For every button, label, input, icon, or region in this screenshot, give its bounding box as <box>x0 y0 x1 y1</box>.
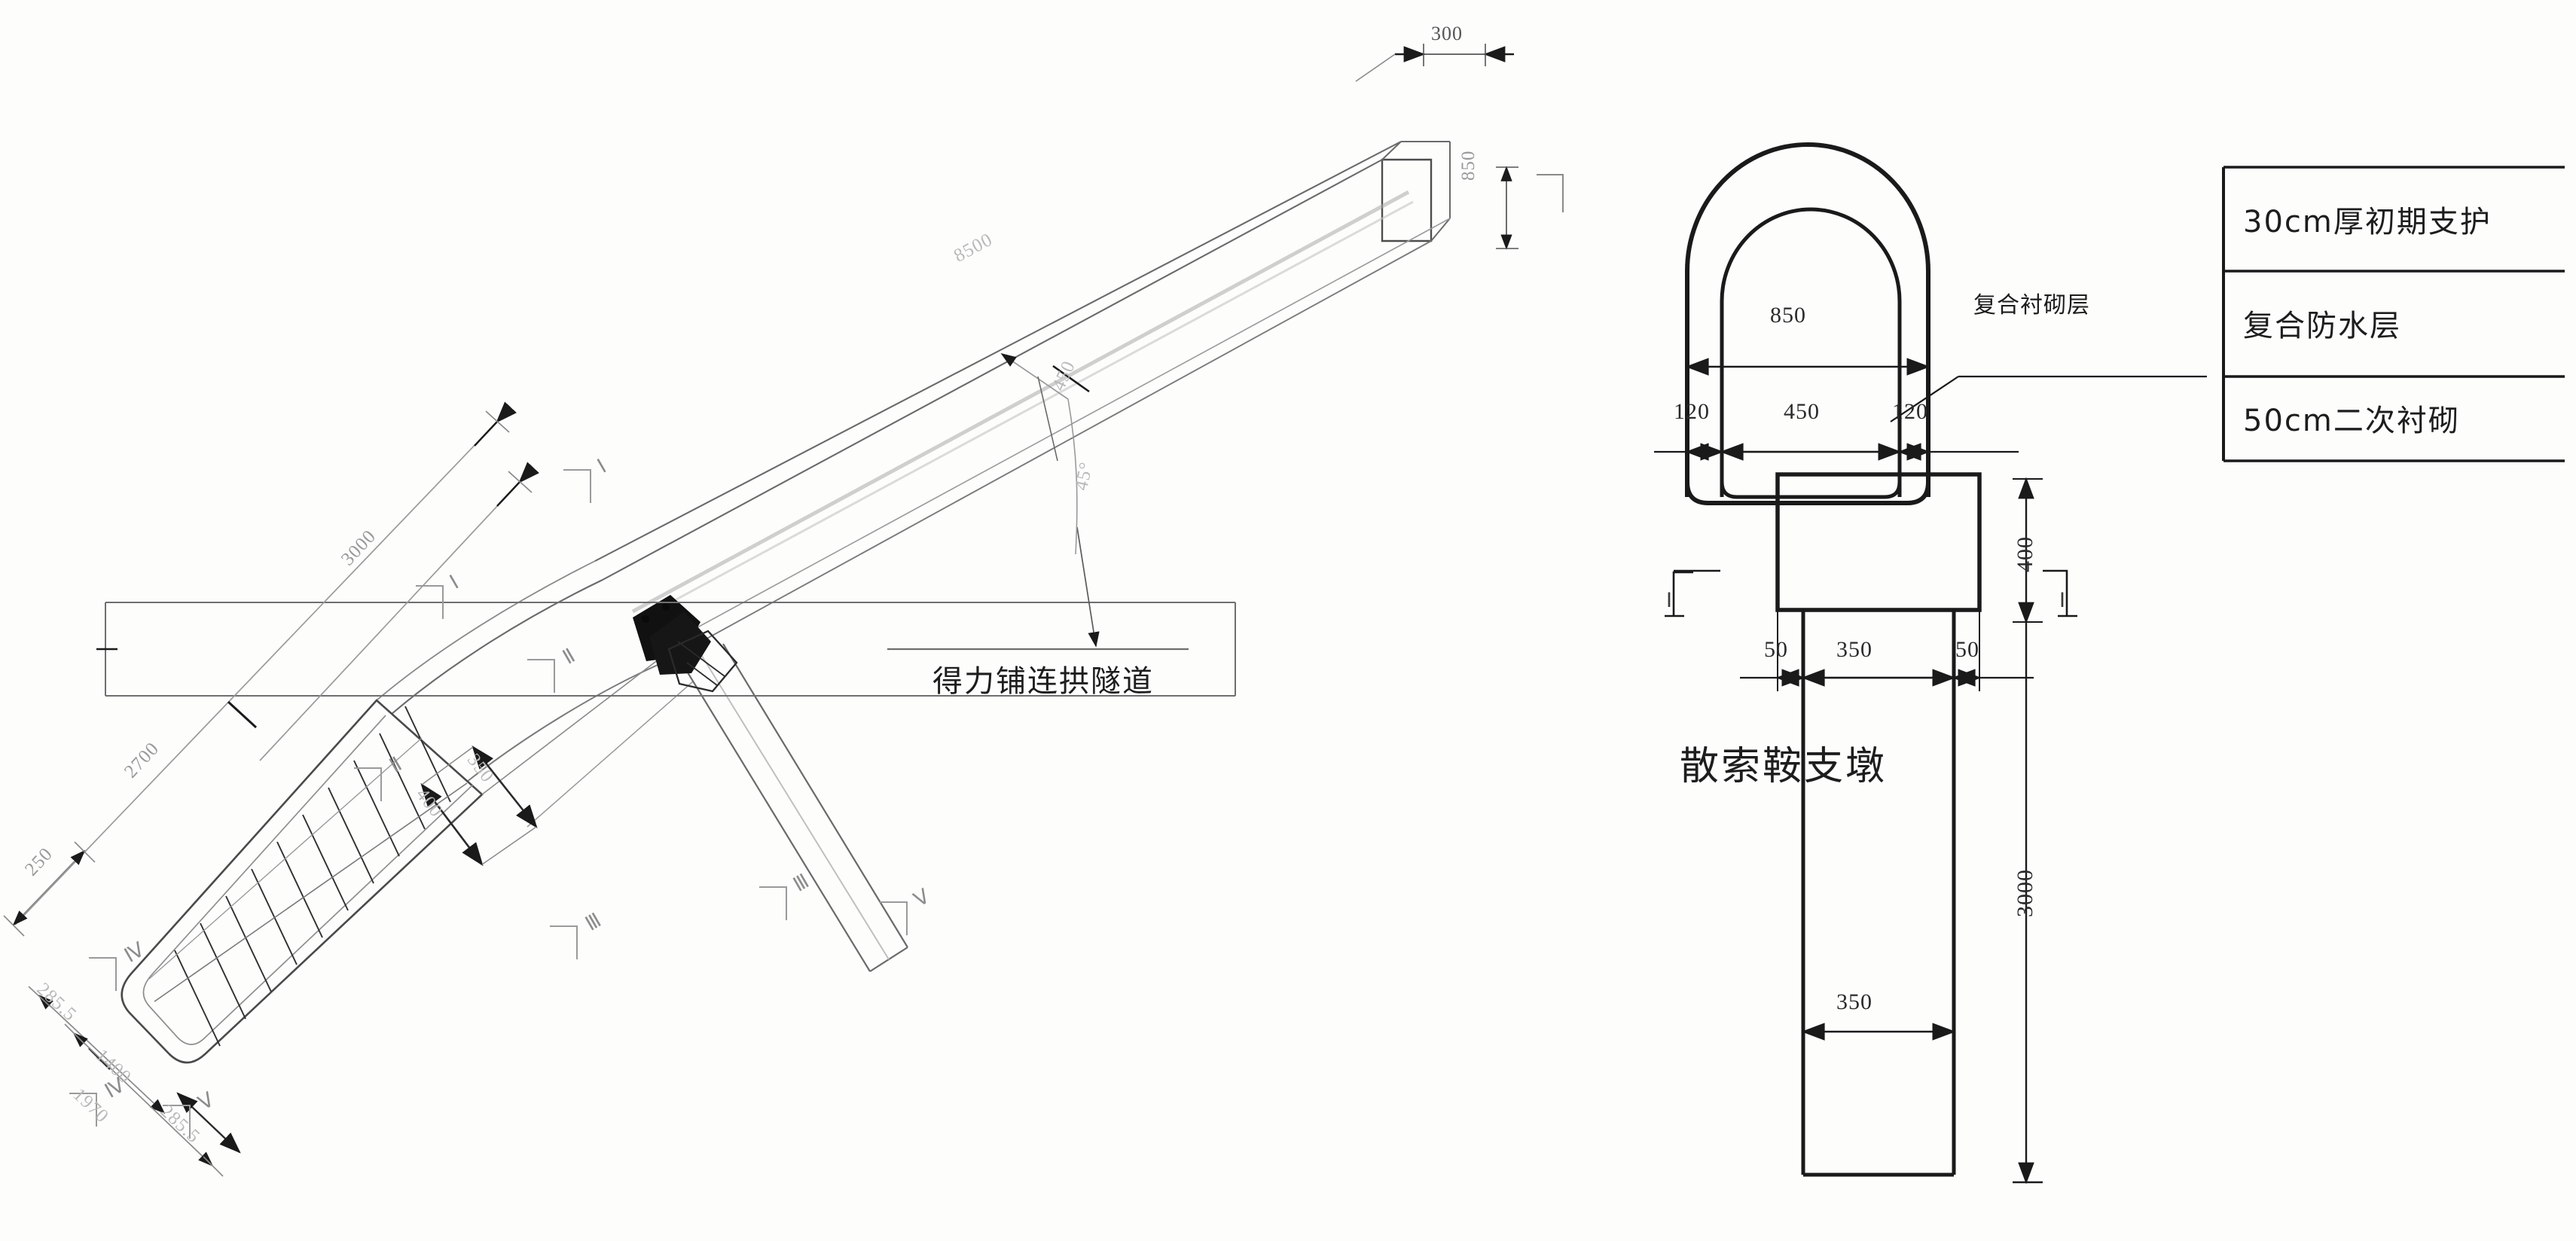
dim-label-arch-span: 850 <box>1770 303 1806 328</box>
dim-3000-diagonal <box>259 462 539 761</box>
lining-callout: 复合衬砌层 <box>1973 292 2090 319</box>
dim-label-cap-height: 400 <box>2013 536 2037 572</box>
beam-bend <box>376 560 664 782</box>
dim-label-left-edge: 50 <box>1764 637 1788 662</box>
lower-strut <box>681 643 908 972</box>
dim-label-inner-span: 450 <box>1784 399 1820 424</box>
angle-witness <box>1000 353 1090 555</box>
dim-label-right-edge: 50 <box>1955 637 1979 662</box>
section-mark-I-left: Ⅰ <box>1666 589 1672 611</box>
dim-chain-base <box>28 986 241 1177</box>
legend-rules <box>2222 166 2565 462</box>
dim-chain-arch-base <box>1654 435 2019 468</box>
left-elevation-group <box>3 44 1564 1177</box>
inclined-beam-outline <box>594 141 1451 663</box>
dim-400-cap <box>2013 477 2043 624</box>
dim-label-shaft-w2: 350 <box>1836 989 1872 1014</box>
block-hatching <box>174 706 451 1047</box>
section-flag-beam-end <box>1537 174 1564 212</box>
tunnel-label: 得力铺连拱隧道 <box>932 664 1154 699</box>
mid-450-marker <box>1037 376 1058 462</box>
section-tick-marks <box>69 469 908 1139</box>
legend-item-waterproof-layer: 复合防水层 <box>2243 309 2401 343</box>
legend-item-secondary-lining: 50cm二次衬砌 <box>2243 404 2460 438</box>
legend-item-initial-support: 30cm厚初期支护 <box>2243 205 2492 239</box>
dim-label-shaft-width: 350 <box>1836 637 1872 662</box>
web-lines <box>420 644 694 867</box>
anchorage-block <box>121 699 484 1064</box>
right-section-group <box>1654 142 2565 1185</box>
dim-250 <box>3 841 96 937</box>
saddle-anchor-node <box>633 595 738 693</box>
dim-label-right-wall: 120 <box>1892 399 1928 424</box>
section-mark-I-right: Ⅰ <box>2059 589 2065 611</box>
dim-300-top <box>1355 44 1514 82</box>
ground-reference-band <box>96 526 1236 697</box>
dim-3000-shaft <box>2013 622 2043 1185</box>
section-markers-right <box>1665 569 2077 617</box>
dim-label-left-wall: 120 <box>1674 399 1710 424</box>
lining-leader <box>1890 375 2207 422</box>
dim-850-beam-depth <box>1496 166 1518 250</box>
dim-2700-diagonal <box>14 401 517 925</box>
drawing-title: 散索鞍支墩 <box>1680 744 1888 789</box>
dim-chain-cap-base <box>1740 610 2034 691</box>
dim-label-shaft-depth: 3000 <box>2013 869 2037 917</box>
dim-label-beam-depth: 850 <box>1458 150 1479 181</box>
dim-label-top-gap: 300 <box>1431 23 1463 44</box>
